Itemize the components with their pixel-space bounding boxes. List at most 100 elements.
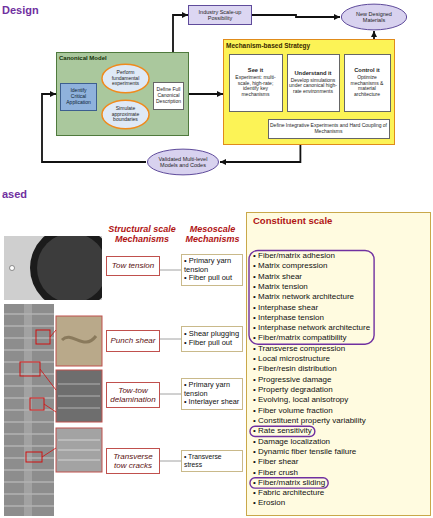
node-text: Define Full Canonical Description bbox=[156, 87, 182, 104]
box-title: Understand it bbox=[289, 70, 337, 77]
step-box: Understand itDevelop simulations under c… bbox=[287, 54, 340, 112]
text-holder: • Primary yarn tension• Fiber pull out bbox=[184, 257, 240, 283]
node-text: Transverse tow cracks bbox=[109, 452, 157, 470]
connector bbox=[220, 145, 300, 162]
detail-photo bbox=[56, 370, 102, 422]
scale-up-box: Industry Scale-up Possibility bbox=[188, 5, 252, 25]
panel-title: Constituent scale bbox=[253, 216, 424, 227]
text-holder: Validated Multi-level Models and Codes bbox=[156, 156, 209, 169]
text-holder: Mechanism-based Strategy bbox=[226, 42, 392, 49]
constituent-scale-panel: Constituent scale• Fiber/matrix adhesion… bbox=[246, 212, 431, 516]
detail-photo bbox=[56, 316, 102, 366]
text-holder: Control itOptimize mechanisms & material… bbox=[346, 67, 388, 98]
application-box: Identify Critical Application bbox=[60, 83, 97, 111]
text-holder: Define Integrative Experiments and Hard … bbox=[270, 123, 387, 135]
region-marker bbox=[36, 330, 50, 344]
constituent-item: • Fabric architecture bbox=[253, 488, 324, 498]
photo-texture bbox=[58, 440, 100, 460]
constituent-item: • Fiber shear bbox=[253, 457, 298, 467]
box-title: Control it bbox=[346, 67, 388, 74]
node-text: Develop simulations under canonical high… bbox=[289, 78, 337, 95]
node-text: • Transverse stress bbox=[184, 453, 240, 469]
connector bbox=[252, 15, 340, 17]
constituent-item: • Matrix compression bbox=[253, 261, 327, 271]
ply-lines bbox=[4, 314, 54, 506]
constituent-item: • Rate sensitivity bbox=[253, 426, 312, 436]
text-holder: Canonical Model bbox=[59, 55, 186, 62]
text-holder: Identify Critical Application bbox=[63, 88, 95, 105]
node-text: • Primary yarn tension bbox=[184, 257, 240, 274]
text-holder: Transverse tow cracks bbox=[109, 452, 157, 470]
outcome-ellipse: Validated Multi-level Models and Codes bbox=[146, 148, 220, 176]
constituent-item: • Matrix tension bbox=[253, 282, 308, 292]
structural-mechanism-box: Tow tension bbox=[106, 256, 160, 276]
region-marker bbox=[30, 398, 44, 410]
mesoscale-mechanism-box: • Primary yarn tension• Fiber pull out bbox=[181, 254, 243, 286]
highlight-group-outline bbox=[249, 250, 374, 344]
constituent-item: • Constituent property variability bbox=[253, 416, 366, 426]
text-holder: • Primary yarn tension• Interlayer shear bbox=[184, 381, 240, 406]
node-text: • Fiber pull out bbox=[184, 339, 240, 348]
text-holder: Punch shear bbox=[109, 336, 157, 345]
constituent-item: • Fiber/resin distribution bbox=[253, 364, 337, 374]
zoom-line bbox=[40, 330, 56, 457]
structural-mechanism-box: Transverse tow cracks bbox=[106, 448, 160, 474]
text-holder: Simulate approximate boundaries bbox=[108, 106, 143, 123]
constituent-item: • Fiber/matrix compatibility bbox=[253, 333, 347, 343]
crater-core bbox=[37, 236, 102, 300]
text-holder: Perform fundamental experiments bbox=[108, 70, 143, 87]
structural-mechanism-box: Punch shear bbox=[106, 330, 160, 352]
text-holder: Tow-tow delamination bbox=[109, 386, 157, 404]
connector bbox=[373, 31, 375, 39]
ellipse-shape bbox=[102, 100, 149, 129]
constituent-item: • Local microstructure bbox=[253, 354, 330, 364]
connector bbox=[189, 93, 223, 95]
node-text: Punch shear bbox=[109, 336, 157, 345]
constituent-item: • Damage localization bbox=[253, 437, 330, 447]
outcome-ellipse: New Designed Materials bbox=[340, 3, 408, 31]
node-text: Define Integrative Experiments and Hard … bbox=[270, 123, 387, 135]
node-text: Industry Scale-up Possibility bbox=[191, 9, 249, 22]
step-box: See itExperiment: multi-scale, high-rate… bbox=[229, 54, 283, 112]
mesoscale-mechanism-box: • Transverse stress bbox=[181, 450, 243, 473]
strategy-panel: Mechanism-based StrategySee itExperiment… bbox=[223, 39, 395, 145]
text-holder: New Designed Materials bbox=[350, 11, 399, 24]
detail-photo bbox=[56, 428, 102, 472]
constituent-item: • Matrix network architecture bbox=[253, 292, 354, 302]
impact-dot bbox=[10, 266, 15, 271]
highlight-item-outline bbox=[250, 426, 315, 436]
node-text: Tow-tow delamination bbox=[109, 386, 157, 404]
column-heading: Mesoscale Mechanisms bbox=[181, 224, 244, 245]
photo-texture bbox=[58, 384, 100, 408]
node-text: Perform fundamental experiments bbox=[108, 70, 143, 87]
impact-crater bbox=[30, 236, 102, 300]
node-text: Tow tension bbox=[109, 261, 157, 270]
process-ellipse: Simulate approximate boundaries bbox=[101, 99, 150, 130]
connector bbox=[160, 339, 181, 340]
ellipse-shape bbox=[147, 149, 218, 175]
mesoscale-mechanism-box: • Primary yarn tension• Interlayer shear bbox=[181, 378, 243, 410]
node-text: Validated Multi-level Models and Codes bbox=[156, 156, 209, 169]
integration-box: Define Integrative Experiments and Hard … bbox=[268, 119, 390, 139]
constituent-item: • Erosion bbox=[253, 498, 285, 508]
text-holder: Tow tension bbox=[109, 261, 157, 270]
constituent-item: • Interphase network architecture bbox=[253, 323, 370, 333]
text-holder: See itExperiment: multi-scale, high-rate… bbox=[231, 67, 280, 98]
connector bbox=[160, 270, 181, 271]
constituent-item: • Fiber/matrix sliding bbox=[253, 478, 325, 488]
constituent-item: • Matrix shear bbox=[253, 272, 302, 282]
node-text: • Fiber pull out bbox=[184, 274, 240, 283]
canonical-model-panel: Canonical ModelIdentify Critical Applica… bbox=[56, 52, 189, 136]
constituent-item: • Dynamic fiber tensile failure bbox=[253, 447, 356, 457]
process-ellipse: Perform fundamental experiments bbox=[101, 63, 150, 94]
node-text: • Shear plugging bbox=[184, 330, 240, 339]
node-text: Optimize mechanisms & material architect… bbox=[346, 75, 388, 98]
connector bbox=[173, 15, 188, 52]
ellipse-shape bbox=[341, 4, 406, 30]
crater-rim bbox=[30, 236, 102, 300]
box-title: Canonical Model bbox=[59, 55, 186, 62]
node-text: New Designed Materials bbox=[350, 11, 399, 24]
constituent-item: • Transverse compression bbox=[253, 344, 345, 354]
connector bbox=[160, 394, 181, 395]
